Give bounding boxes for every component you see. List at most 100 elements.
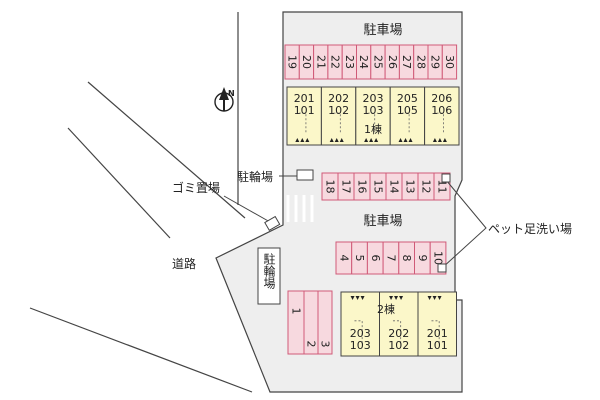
entrance-marker-icon: [364, 138, 369, 142]
entrance-marker-icon: [437, 138, 442, 142]
parking-space-number: 19: [286, 55, 299, 69]
unit-number-upper: 202: [328, 92, 349, 105]
parking-space-number: 24: [357, 55, 370, 69]
parking-space-number: 30: [443, 55, 456, 69]
unit-number-upper: 203: [363, 92, 384, 105]
building2-label: 2棟: [377, 302, 395, 316]
apartment-unit: [389, 86, 426, 146]
bike-parking-box: [296, 169, 314, 181]
parking-space: [287, 290, 305, 355]
unit-number-lower: 103: [363, 104, 384, 117]
apartment-unit: [417, 291, 457, 357]
entrance-marker-icon: [399, 296, 404, 300]
unit-number-upper: 201: [294, 92, 315, 105]
parking-space: [441, 44, 458, 80]
parking-space-number: 1: [290, 308, 303, 315]
parking-space: [317, 290, 333, 355]
parking-space-number: 12: [420, 180, 433, 194]
unit-number-lower: 101: [294, 104, 315, 117]
pet-wash-label: ペット足洗い場: [488, 222, 572, 236]
entrance-marker-icon: [427, 296, 432, 300]
entrance-marker-icon: [389, 296, 394, 300]
parking-mid-label: 駐車場: [363, 214, 402, 229]
apartment-unit: [340, 291, 380, 357]
unit-partition: [299, 112, 307, 134]
entrance-marker-icon: [350, 296, 355, 300]
entrance-marker-icon: [334, 138, 339, 142]
building1-label: 1棟: [364, 122, 382, 136]
parking-space-number: 4: [337, 255, 350, 262]
unit-number-upper: 203: [350, 327, 371, 340]
unit-partition: [436, 112, 444, 134]
unit-partition: [333, 112, 341, 134]
road-edges: [29, 12, 253, 393]
apartment-unit: [424, 86, 460, 146]
parking-space-number: 27: [400, 55, 413, 69]
parking-space-number: 26: [386, 55, 399, 69]
entrance-marker-icon: [329, 138, 334, 142]
garbage-box: [264, 215, 281, 232]
parking-space-number: 9: [416, 255, 429, 262]
north-arrow-icon: [214, 87, 234, 112]
unit-partition: [402, 112, 410, 134]
unit-number-lower: 105: [397, 104, 418, 117]
entrance-marker-icon: [369, 138, 374, 142]
parking-space-number: 6: [369, 255, 382, 262]
unit-number-upper: 201: [427, 327, 448, 340]
entrance-marker-icon: [295, 138, 300, 142]
parking-space-number: 16: [356, 180, 369, 194]
pet-wash-box-lower: [437, 263, 447, 273]
unit-number-upper: 205: [397, 92, 418, 105]
parking-space-number: 13: [404, 180, 417, 194]
parking-space-number: 18: [324, 180, 337, 194]
apartment-unit: [320, 86, 357, 146]
entrance-marker-icon: [403, 138, 408, 142]
entrance-marker-icon: [437, 296, 442, 300]
parking-space-number: 2: [305, 341, 318, 348]
entrance-marker-icon: [305, 138, 310, 142]
garbage-leader: [223, 195, 271, 223]
entrance-marker-icon: [394, 296, 399, 300]
parking-space-number: 8: [400, 255, 413, 262]
parking-space-number: 25: [371, 55, 384, 69]
parking-space-number: 22: [329, 55, 342, 69]
entrance-marker-icon: [442, 138, 447, 142]
north-label: N: [228, 89, 235, 98]
entrance-marker-icon: [432, 296, 437, 300]
unit-number-lower: 102: [328, 104, 349, 117]
unit-partition: [367, 112, 376, 134]
entrance-marker-icon: [398, 138, 403, 142]
unit-number-lower: 103: [350, 339, 371, 352]
unit-number-lower: 106: [431, 104, 452, 117]
entrance-marker-icon: [374, 138, 379, 142]
unit-number-lower: 101: [427, 339, 448, 352]
parking-space-number: 29: [429, 55, 442, 69]
unit-number-lower: 102: [388, 339, 409, 352]
entrance-marker-icon: [408, 138, 413, 142]
parking-space-number: 20: [300, 55, 313, 69]
driveway-stripes: [286, 195, 314, 222]
entrance-marker-icon: [355, 296, 360, 300]
road-label: 道路: [172, 256, 196, 271]
bike-parking-vertical-box: [257, 247, 281, 305]
parking-space-number: 17: [340, 180, 353, 194]
garbage-label: ゴミ置場: [172, 180, 220, 195]
bike-parking-left-label: 駐輪場: [237, 169, 273, 184]
unit-number-upper: 202: [388, 327, 409, 340]
apartment-unit: [286, 86, 322, 146]
parking-space-number: 15: [372, 180, 385, 194]
parking-space-number: 10: [432, 251, 445, 265]
parking-space-number: 11: [436, 180, 449, 194]
apartment-unit: [379, 291, 419, 357]
parking-space-number: 3: [319, 341, 332, 348]
parking-space-number: 23: [343, 55, 356, 69]
parking-space-number: 28: [414, 55, 427, 69]
